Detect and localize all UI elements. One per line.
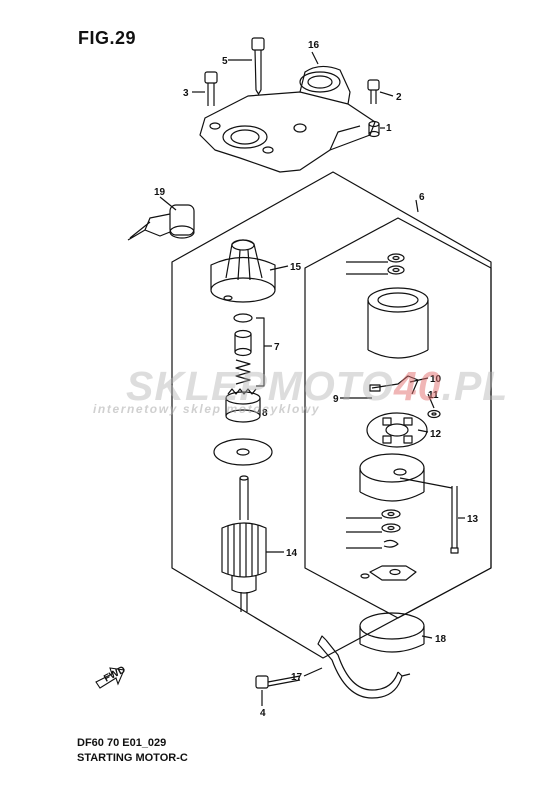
callout-11: 11: [428, 390, 439, 401]
watermark-subtitle: internetowy sklep motocyklowy: [93, 402, 321, 416]
armature-icon: [221, 475, 267, 612]
callout-8: 8: [262, 408, 268, 419]
callout-16: 16: [308, 40, 320, 51]
forward-arrow-icon: FWD: [95, 664, 128, 689]
bolt-icon: [255, 675, 301, 689]
callout-5: 5: [222, 56, 228, 67]
band-icon: [359, 612, 425, 653]
figure-code: DF60 70 E01_029: [77, 737, 167, 749]
strap-icon: [317, 635, 411, 699]
callout-18: 18: [435, 634, 447, 645]
washer-icon: [427, 409, 441, 419]
mounting-bracket-icon: [199, 65, 376, 173]
forward-arrow-label: FWD: [102, 664, 127, 684]
callout-7: 7: [274, 342, 280, 353]
pinion-kit-icon: [233, 313, 265, 387]
callout-19: 19: [154, 187, 166, 198]
washer-stack-icon: [346, 509, 401, 549]
bolt-icon: [367, 79, 380, 104]
callout-2: 2: [396, 92, 402, 103]
rear-cover-icon: [359, 453, 425, 502]
callout-14: 14: [286, 548, 298, 559]
figure-title: FIG.29: [78, 28, 137, 48]
subassembly-frame: [304, 217, 492, 619]
callout-9: 9: [333, 394, 339, 405]
end-plate-icon: [213, 438, 273, 466]
terminal-plate-icon: [360, 565, 417, 581]
bolt-icon: [251, 37, 265, 95]
callout-4: 4: [260, 708, 266, 719]
brush-holder-icon: [366, 412, 428, 448]
watermark-logo: SKLEPMOTO40.PL: [126, 363, 508, 410]
through-bolt-icon: [399, 477, 459, 554]
callout-3: 3: [183, 88, 189, 99]
callout-1: 1: [386, 123, 392, 134]
callout-12: 12: [430, 429, 442, 440]
brush-lead-icon: [369, 375, 419, 395]
pinion-gear-icon: [225, 388, 261, 423]
figure-name: STARTING MOTOR-C: [77, 752, 188, 764]
relay-icon: [127, 204, 195, 241]
callout-15: 15: [290, 262, 302, 273]
callout-6: 6: [419, 192, 425, 203]
callout-10: 10: [430, 374, 442, 385]
watermark-part-c: .PL: [441, 363, 509, 409]
watermark-part-b: 40: [393, 363, 442, 409]
dowel-pin-icon: [368, 120, 380, 138]
bolt-icon: [204, 71, 218, 106]
yoke-icon: [367, 287, 429, 359]
pinion-housing-icon: [210, 239, 276, 303]
callout-13: 13: [467, 514, 479, 525]
watermark-part-a: SKLEPMOTO: [126, 363, 394, 409]
callout-17: 17: [291, 672, 303, 683]
washer-pair-icon: [346, 253, 405, 275]
